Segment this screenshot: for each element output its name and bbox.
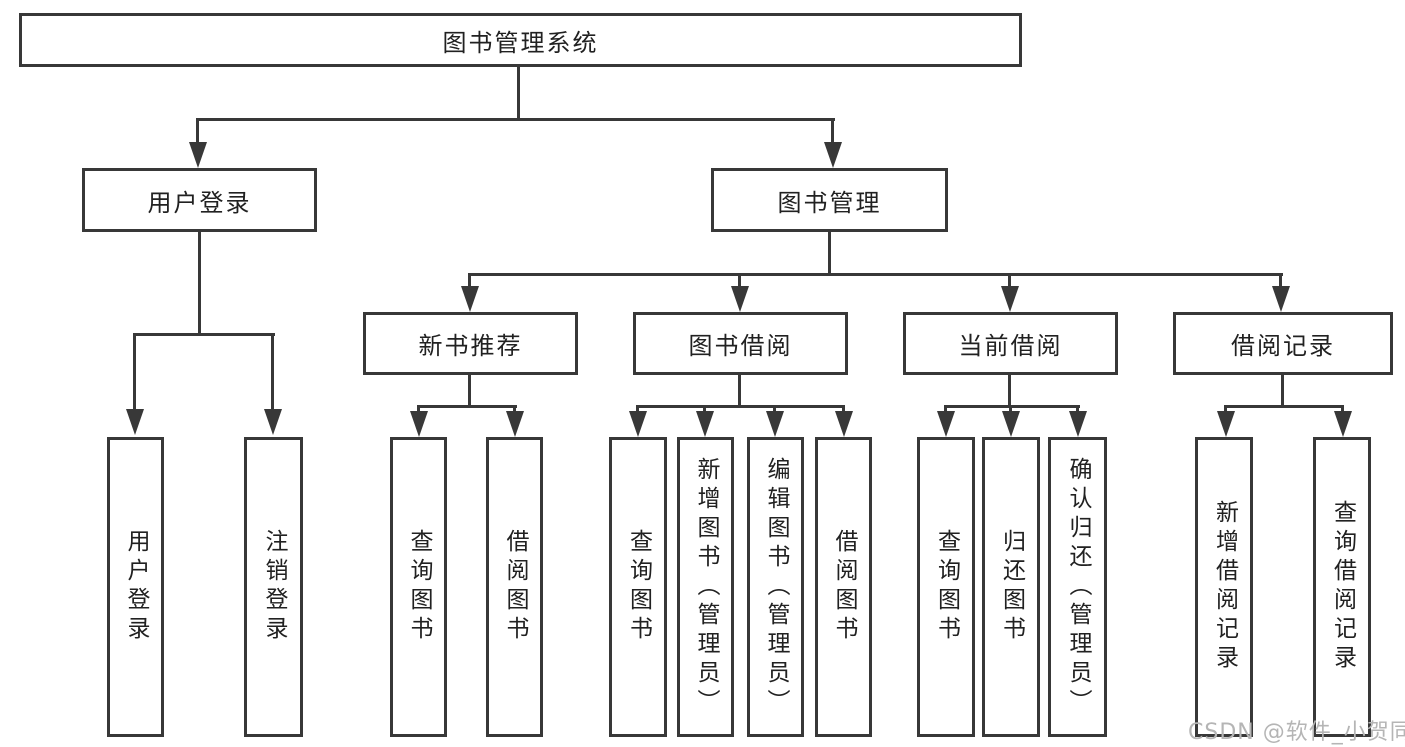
connector-vline — [468, 273, 471, 288]
arrowhead-down-icon — [1217, 411, 1235, 437]
connector-vline — [133, 333, 136, 409]
connector-vline — [1281, 375, 1284, 407]
connector-hline — [1225, 405, 1344, 408]
connector-vline — [842, 405, 845, 413]
connector-vline — [738, 273, 741, 288]
arrowhead-down-icon — [1002, 411, 1020, 437]
leaf-edit-books-admin: 编辑图书（管理员） — [747, 437, 804, 737]
connector-hline — [133, 333, 275, 336]
leaf-recommend-borrow-books-label: 借阅图书 — [502, 529, 528, 645]
connector-vline — [1224, 405, 1227, 413]
leaf-edit-books-admin-label: 编辑图书（管理员） — [763, 456, 789, 718]
node-current-borrowing: 当前借阅 — [903, 312, 1118, 375]
arrowhead-down-icon — [1001, 286, 1019, 312]
node-new-book-recommendation: 新书推荐 — [363, 312, 578, 375]
arrowhead-down-icon — [1272, 286, 1290, 312]
connector-vline — [828, 232, 831, 276]
leaf-borrow-query-books: 查询图书 — [609, 437, 667, 737]
leaf-recommend-query-books: 查询图书 — [390, 437, 447, 737]
arrowhead-down-icon — [824, 142, 842, 168]
leaf-logout: 注销登录 — [244, 437, 303, 737]
connector-hline — [469, 273, 1283, 276]
arrowhead-down-icon — [461, 286, 479, 312]
leaf-user-login-label: 用户登录 — [123, 529, 149, 645]
connector-hline — [637, 405, 845, 408]
arrowhead-down-icon — [1334, 411, 1352, 437]
arrowhead-down-icon — [766, 411, 784, 437]
leaf-query-borrow-record: 查询借阅记录 — [1313, 437, 1371, 737]
leaf-current-query-books-label: 查询图书 — [933, 529, 960, 645]
leaf-add-borrow-record: 新增借阅记录 — [1195, 437, 1253, 737]
connector-vline — [517, 67, 520, 118]
connector-vline — [1279, 273, 1282, 288]
connector-vline — [417, 405, 420, 413]
connector-vline — [831, 118, 834, 144]
arrowhead-down-icon — [506, 411, 524, 437]
leaf-add-books-admin: 新增图书（管理员） — [677, 437, 734, 737]
arrowhead-down-icon — [937, 411, 955, 437]
arrowhead-down-icon — [189, 142, 207, 168]
arrowhead-down-icon — [1069, 411, 1087, 437]
arrowhead-down-icon — [731, 286, 749, 312]
leaf-borrow-query-books-label: 查询图书 — [625, 529, 652, 645]
arrowhead-down-icon — [696, 411, 714, 437]
connector-vline — [1076, 405, 1079, 413]
leaf-add-borrow-record-label: 新增借阅记录 — [1211, 500, 1238, 674]
node-user-login: 用户登录 — [82, 168, 317, 232]
leaf-return-books-label: 归还图书 — [998, 529, 1025, 645]
leaf-borrow-books: 借阅图书 — [815, 437, 872, 737]
leaf-return-books: 归还图书 — [982, 437, 1040, 737]
connector-vline — [196, 118, 199, 144]
node-book-management: 图书管理 — [711, 168, 948, 232]
connector-vline — [636, 405, 639, 413]
connector-vline — [1009, 405, 1012, 413]
connector-vline — [703, 405, 706, 413]
connector-vline — [944, 405, 947, 413]
node-root-library-system: 图书管理系统 — [19, 13, 1022, 67]
node-borrowing-records: 借阅记录 — [1173, 312, 1393, 375]
arrowhead-down-icon — [126, 409, 144, 435]
node-book-borrowing: 图书借阅 — [633, 312, 848, 375]
leaf-recommend-borrow-books: 借阅图书 — [486, 437, 543, 737]
leaf-logout-label: 注销登录 — [261, 529, 287, 645]
connector-hline — [945, 405, 1080, 408]
connector-vline — [468, 375, 471, 407]
arrowhead-down-icon — [835, 411, 853, 437]
csdn-watermark: CSDN @软件_小贺同学 — [1188, 720, 1405, 745]
connector-hline — [417, 405, 517, 408]
leaf-user-login: 用户登录 — [107, 437, 164, 737]
connector-vline — [738, 375, 741, 407]
leaf-borrow-books-label: 借阅图书 — [831, 529, 857, 645]
arrowhead-down-icon — [629, 411, 647, 437]
leaf-recommend-query-books-label: 查询图书 — [406, 529, 432, 645]
connector-vline — [513, 405, 516, 413]
leaf-add-books-admin-label: 新增图书（管理员） — [693, 456, 719, 718]
connector-vline — [1008, 375, 1011, 407]
connector-hline — [197, 118, 835, 121]
leaf-confirm-return-admin: 确认归还（管理员） — [1048, 437, 1107, 737]
arrowhead-down-icon — [410, 411, 428, 437]
connector-vline — [1341, 405, 1344, 413]
connector-vline — [198, 232, 201, 335]
leaf-query-borrow-record-label: 查询借阅记录 — [1329, 500, 1356, 674]
leaf-confirm-return-admin-label: 确认归还（管理员） — [1065, 456, 1091, 718]
leaf-current-query-books: 查询图书 — [917, 437, 975, 737]
connector-vline — [1008, 273, 1011, 288]
arrowhead-down-icon — [264, 409, 282, 435]
connector-vline — [271, 333, 274, 409]
connector-vline — [773, 405, 776, 413]
